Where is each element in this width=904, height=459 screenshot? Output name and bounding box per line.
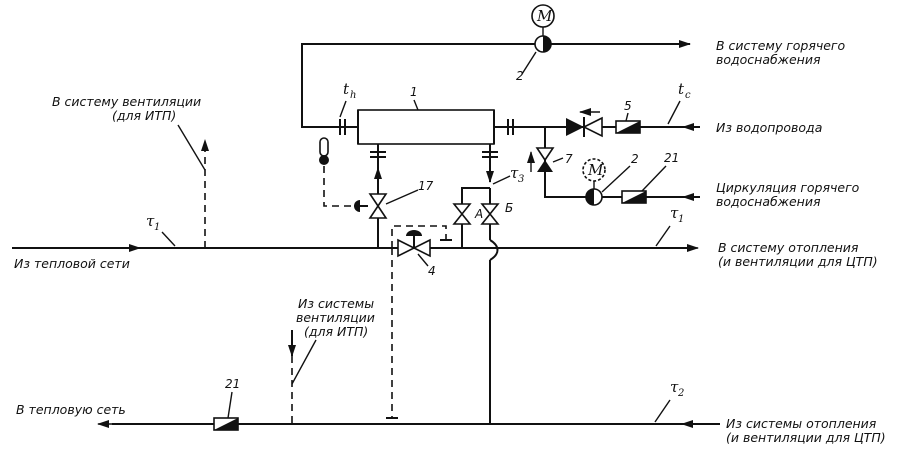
check-valve-icon: [566, 116, 603, 138]
tau3-leader: [492, 175, 511, 185]
meter-circ-number: 21: [664, 151, 679, 165]
control-valve-leader: [385, 189, 419, 205]
circulation-label-1: Циркуляция горячего: [716, 180, 860, 195]
tc-symbol: t: [678, 80, 685, 98]
thermostat-icon: [319, 137, 354, 207]
pump-top-number: 2: [516, 69, 524, 83]
pump-top-icon: [531, 4, 555, 53]
tc-leader: [667, 100, 681, 125]
meter-return-leader: [227, 391, 233, 419]
circulation-label-2: водоснабжения: [716, 194, 821, 209]
tau1-left-leader: [161, 231, 176, 247]
from-heating-label-1: Из системы отопления: [726, 416, 877, 431]
pump-top-leader: [521, 51, 537, 75]
tau2-symbol: τ: [670, 378, 679, 396]
valve-a-icon: [452, 203, 472, 225]
hot-supply-label-1: В систему горячего: [716, 38, 846, 53]
check-valve-vertical-icon: [535, 147, 555, 172]
water-meter-top-icon: [615, 120, 641, 134]
water-meter-return-icon: [213, 417, 239, 431]
valve-b-icon: [480, 203, 500, 225]
tau1-left-subscript: 1: [154, 222, 160, 233]
th-leader: [339, 100, 347, 118]
tau2-subscript: 2: [677, 388, 684, 399]
to-heating-label-1: В систему отопления: [718, 240, 859, 255]
meter-return-number: 21: [225, 377, 240, 391]
pump-circ-number: 2: [631, 152, 639, 166]
vent-from-label-1: Из системы: [298, 296, 374, 311]
to-heating-label-2: (и вентиляции для ЦТП): [718, 254, 878, 269]
motor-top-label: M: [536, 7, 553, 25]
pump-circ-icon: [582, 158, 606, 206]
control-valve-number: 17: [418, 179, 434, 193]
th-subscript: h: [350, 90, 356, 101]
control-valve-icon: [354, 193, 388, 219]
valve-b-label: Б: [505, 201, 513, 215]
meter-circ-leader: [641, 165, 667, 192]
valve-a-label: А: [474, 207, 483, 221]
tau1-right-subscript: 1: [678, 214, 684, 225]
regulator-number: 4: [428, 264, 436, 278]
water-supply-label: Из водопровода: [716, 120, 822, 135]
heater-number: 1: [410, 85, 418, 99]
tau3-symbol: τ: [510, 164, 519, 182]
heat-exchanger: [318, 109, 545, 145]
vent-to-label-1: В систему вентиляции: [52, 94, 201, 109]
hot-water-supply-line: [301, 40, 691, 128]
heater-leader: [413, 99, 419, 111]
motor-circ-label: M: [587, 161, 604, 179]
tau2-leader: [654, 399, 671, 423]
to-network-label: В тепловую сеть: [16, 402, 126, 417]
tau3-subscript: 3: [518, 174, 524, 185]
meter-top-number: 5: [624, 99, 632, 113]
meter-top-leader: [625, 112, 629, 122]
vent-from-label-3: (для ИТП): [304, 324, 368, 339]
check-valve-number: 7: [565, 152, 573, 166]
primary-return-connection: [461, 144, 499, 424]
from-network-label: Из тепловой сети: [14, 256, 130, 271]
vent-to-label-2: (для ИТП): [112, 108, 176, 123]
tau1-right-symbol: τ: [670, 204, 679, 222]
tau1-left-symbol: τ: [146, 212, 155, 230]
regulator-leader: [417, 253, 429, 267]
water-meter-circ-icon: [621, 190, 647, 204]
check-valve-leader: [552, 157, 564, 163]
pump-circ-leader: [601, 165, 631, 193]
pressure-regulator-icon: [386, 225, 452, 419]
vent-from-label-2: вентиляции: [296, 310, 375, 325]
tau1-right-leader: [655, 225, 671, 247]
vent-supply-branch: [177, 124, 209, 248]
vent-return-branch: [288, 330, 317, 424]
hot-supply-label-2: водоснабжения: [716, 52, 821, 67]
th-symbol: t: [343, 80, 350, 98]
from-heating-label-2: (и вентиляции для ЦТП): [726, 430, 886, 445]
tc-subscript: c: [685, 90, 691, 101]
